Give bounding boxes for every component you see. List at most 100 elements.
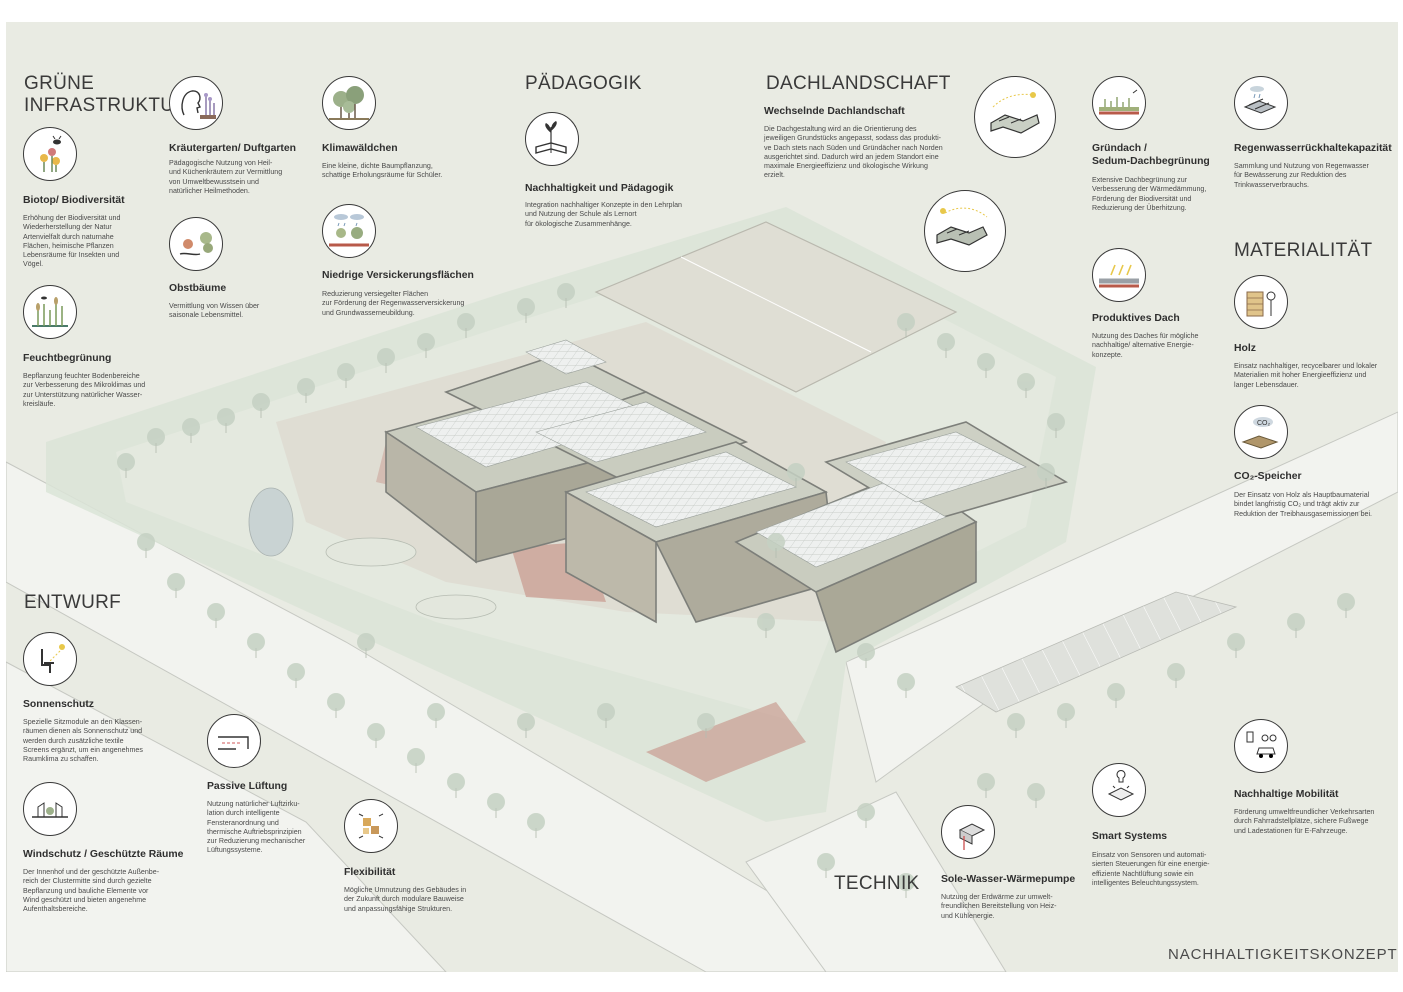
co2-storage-icon: CO₂ bbox=[1234, 405, 1288, 459]
section-heading-materialitaet: MATERIALITÄT bbox=[1234, 240, 1373, 261]
tree bbox=[137, 533, 155, 551]
red-plaza-lower bbox=[646, 702, 806, 782]
tree bbox=[757, 613, 775, 631]
tree bbox=[447, 773, 465, 791]
tree bbox=[977, 353, 995, 371]
tree bbox=[597, 703, 615, 721]
wetland-icon bbox=[23, 285, 77, 339]
tree bbox=[897, 673, 915, 691]
tree bbox=[817, 853, 835, 871]
tree-group bbox=[117, 283, 1355, 898]
mobil-title: Nachhaltige Mobilität bbox=[1234, 789, 1339, 800]
section-heading-paedagogik: PÄDAGOGIK bbox=[525, 73, 642, 94]
tree bbox=[1007, 713, 1025, 731]
ventilation-icon bbox=[207, 714, 261, 768]
biotop-title: Biotop/ Biodiversität bbox=[23, 195, 125, 206]
tree bbox=[1287, 613, 1305, 631]
green-roof-icon bbox=[1092, 76, 1146, 130]
section-heading-technik: TECHNIK bbox=[834, 873, 920, 894]
sun-shade-icon bbox=[23, 632, 77, 686]
site-axonometric-plan bbox=[6, 207, 1398, 972]
tree bbox=[217, 408, 235, 426]
gruendach-text: Extensive Dachbegrünung zur Verbesserung… bbox=[1092, 176, 1207, 212]
tree bbox=[147, 428, 165, 446]
wind-text: Der Innenhof und der geschützte Außenbe-… bbox=[23, 868, 160, 914]
svg-text:CO₂: CO₂ bbox=[1257, 420, 1271, 427]
tree bbox=[297, 378, 315, 396]
heat-pump-icon bbox=[941, 805, 995, 859]
section-heading-dachlandschaft: DACHLANDSCHAFT bbox=[766, 73, 951, 94]
klima-text: Eine kleine, dichte Baumpflanzung, schat… bbox=[322, 162, 443, 180]
feucht-text: Bepflanzung feuchter Bodenbereiche zur V… bbox=[23, 372, 146, 408]
tree bbox=[407, 748, 425, 766]
tree bbox=[417, 333, 435, 351]
tree bbox=[427, 703, 445, 721]
wood-icon bbox=[1234, 275, 1288, 329]
kraeuter-title: Kräutergarten/ Duftgarten bbox=[169, 143, 297, 154]
holz-title: Holz bbox=[1234, 343, 1256, 354]
tree bbox=[937, 333, 955, 351]
pond bbox=[248, 487, 294, 557]
trees-icon bbox=[322, 76, 376, 130]
section-heading-entwurf: ENTWURF bbox=[24, 592, 122, 613]
versick-text: Reduzierung versiegelter Flächen zur För… bbox=[322, 290, 465, 317]
smart-text: Einsatz von Sensoren und automati- siert… bbox=[1092, 851, 1210, 887]
tree bbox=[1227, 633, 1245, 651]
modules-cycle-icon bbox=[344, 799, 398, 853]
tree bbox=[207, 603, 225, 621]
co2-text: Der Einsatz von Holz als Hauptbaumateria… bbox=[1234, 491, 1373, 518]
wind-title: Windschutz / Geschützte Räume bbox=[23, 849, 184, 860]
flex-text: Mögliche Umnutzung des Gebäudes in der Z… bbox=[344, 886, 467, 913]
smart-title: Smart Systems bbox=[1092, 831, 1168, 842]
tree bbox=[167, 573, 185, 591]
tree bbox=[367, 723, 385, 741]
biotop-text: Erhöhung der Biodiversität und Wiederher… bbox=[23, 214, 121, 269]
kraeuter-text: Pädagogische Nutzung von Heil- und Küche… bbox=[169, 159, 283, 195]
book-plant-icon bbox=[525, 112, 579, 166]
klima-title: Klimawäldchen bbox=[322, 143, 398, 154]
herb-head-icon bbox=[169, 76, 223, 130]
tree bbox=[557, 283, 575, 301]
wind-shelter-icon bbox=[23, 782, 77, 836]
regen-title: Regenwasserrückhaltekapazität bbox=[1234, 143, 1392, 154]
mobil-text: Förderung umweltfreundlicher Verkehrsart… bbox=[1234, 808, 1375, 835]
tree bbox=[697, 713, 715, 731]
nachhalt-title: Nachhaltigkeit und Pädagogik bbox=[525, 183, 674, 194]
tree bbox=[337, 363, 355, 381]
rainwater-icon bbox=[1234, 76, 1288, 130]
tree bbox=[767, 533, 785, 551]
sonne-title: Sonnenschutz bbox=[23, 699, 95, 710]
tree bbox=[857, 643, 875, 661]
tree bbox=[327, 693, 345, 711]
feucht-title: Feuchtbegrünung bbox=[23, 353, 112, 364]
tree bbox=[897, 873, 915, 891]
sonne-text: Spezielle Sitzmodule an den Klassen- räu… bbox=[23, 718, 143, 764]
flex-title: Flexibilität bbox=[344, 867, 396, 878]
holz-text: Einsatz nachhaltiger, recycelbarer und l… bbox=[1234, 362, 1378, 389]
tree bbox=[247, 633, 265, 651]
obst-text: Vermittlung von Wissen über saisonale Le… bbox=[169, 302, 260, 320]
tree bbox=[252, 393, 270, 411]
tree bbox=[527, 813, 545, 831]
wechsel-text: Die Dachgestaltung wird an die Orientier… bbox=[764, 125, 943, 180]
produktiv-title: Produktives Dach bbox=[1092, 313, 1180, 324]
co2-title: CO₂-Speicher bbox=[1234, 471, 1302, 482]
tree bbox=[1167, 663, 1185, 681]
solar-roof-icon bbox=[1092, 248, 1146, 302]
poster-footer-title: NACHHALTIGKEITSKONZEPT bbox=[1168, 946, 1398, 963]
roof-orientation-icon bbox=[974, 76, 1056, 158]
tree bbox=[377, 348, 395, 366]
lueftung-text: Nutzung natürlicher Luftzirku- lation du… bbox=[207, 800, 306, 855]
tree bbox=[182, 418, 200, 436]
roof-orientation-icon bbox=[924, 190, 1006, 272]
tree bbox=[1037, 463, 1055, 481]
tree bbox=[787, 463, 805, 481]
tree bbox=[287, 663, 305, 681]
parking-lot bbox=[955, 591, 1238, 713]
wechsel-title: Wechselnde Dachlandschaft bbox=[764, 106, 905, 117]
tree bbox=[1107, 683, 1125, 701]
produktiv-text: Nutzung des Daches für mögliche nachhalt… bbox=[1092, 332, 1199, 359]
tree bbox=[1017, 373, 1035, 391]
ev-bike-icon bbox=[1234, 719, 1288, 773]
tree bbox=[117, 453, 135, 471]
